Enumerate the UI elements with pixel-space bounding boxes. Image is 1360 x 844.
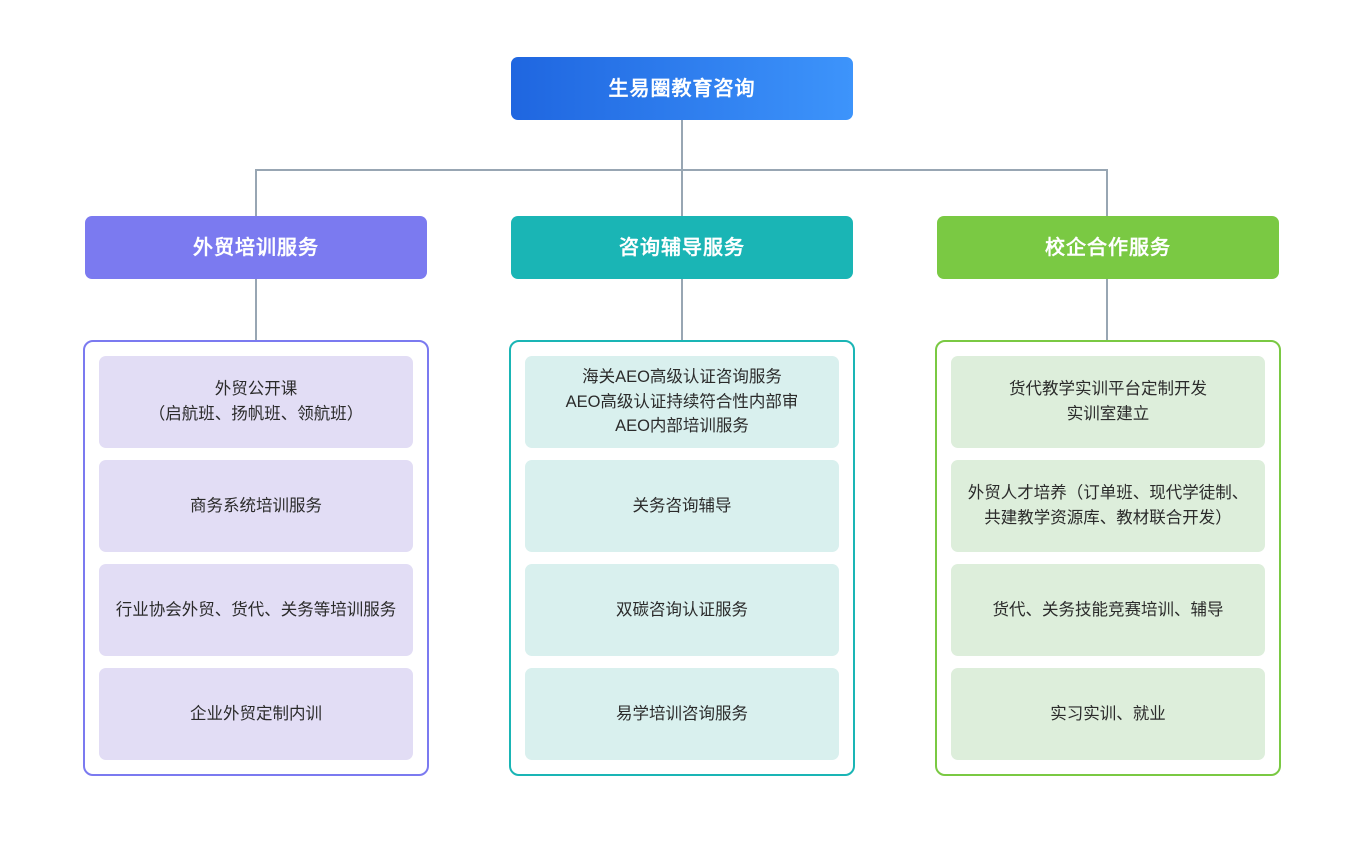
column-header-consulting-tutoring[interactable]: 咨询辅导服务 — [511, 216, 853, 279]
connector-header-to-panel-1 — [255, 279, 257, 340]
connector-drop-column-2 — [681, 169, 683, 216]
service-item[interactable]: 关务咨询辅导 — [525, 460, 839, 552]
root-node[interactable]: 生易圈教育咨询 — [511, 57, 853, 120]
service-item-label: 实习实训、就业 — [1050, 704, 1166, 723]
service-item-label: 行业协会外贸、货代、关务等培训服务 — [115, 600, 397, 619]
connector-root-vertical — [681, 120, 683, 169]
column-panel-consulting-tutoring: 海关AEO高级认证咨询服务 AEO高级认证持续符合性内部审 AEO内部培训服务 … — [509, 340, 855, 776]
service-item-label: 商务系统培训服务 — [190, 496, 322, 515]
service-item[interactable]: 企业外贸定制内训 — [99, 668, 413, 760]
connector-header-to-panel-2 — [681, 279, 683, 340]
connector-drop-column-1 — [255, 169, 257, 216]
column-header-label: 校企合作服务 — [1045, 236, 1171, 259]
service-item[interactable]: 货代、关务技能竞赛培训、辅导 — [951, 564, 1265, 656]
connector-drop-column-3 — [1106, 169, 1108, 216]
service-item-label: 企业外贸定制内训 — [190, 704, 322, 723]
connector-header-to-panel-3 — [1106, 279, 1108, 340]
column-header-school-enterprise-cooperation[interactable]: 校企合作服务 — [937, 216, 1279, 279]
service-item-label: 外贸公开课 （启航班、扬帆班、领航班） — [148, 380, 364, 423]
column-header-foreign-trade-training[interactable]: 外贸培训服务 — [85, 216, 427, 279]
service-item[interactable]: 外贸人才培养（订单班、现代学徒制、共建教学资源库、教材联合开发） — [951, 460, 1265, 552]
service-item-label: 外贸人才培养（订单班、现代学徒制、共建教学资源库、教材联合开发） — [967, 484, 1249, 527]
column-header-label: 咨询辅导服务 — [619, 236, 745, 259]
column-panel-school-enterprise-cooperation: 货代教学实训平台定制开发 实训室建立 外贸人才培养（订单班、现代学徒制、共建教学… — [935, 340, 1281, 776]
service-item-label: 货代教学实训平台定制开发 实训室建立 — [1009, 380, 1207, 423]
service-item-label: 货代、关务技能竞赛培训、辅导 — [992, 600, 1224, 619]
service-item-label: 关务咨询辅导 — [632, 496, 732, 515]
service-item[interactable]: 易学培训咨询服务 — [525, 668, 839, 760]
service-item[interactable]: 双碳咨询认证服务 — [525, 564, 839, 656]
service-item[interactable]: 外贸公开课 （启航班、扬帆班、领航班） — [99, 356, 413, 448]
service-item[interactable]: 行业协会外贸、货代、关务等培训服务 — [99, 564, 413, 656]
service-item-label: 易学培训咨询服务 — [616, 704, 748, 723]
column-header-label: 外贸培训服务 — [193, 236, 319, 259]
service-item-label: 双碳咨询认证服务 — [616, 600, 748, 619]
service-item[interactable]: 实习实训、就业 — [951, 668, 1265, 760]
root-node-label: 生易圈教育咨询 — [608, 77, 756, 100]
column-panel-foreign-trade-training: 外贸公开课 （启航班、扬帆班、领航班） 商务系统培训服务 行业协会外贸、货代、关… — [83, 340, 429, 776]
service-item[interactable]: 海关AEO高级认证咨询服务 AEO高级认证持续符合性内部审 AEO内部培训服务 — [525, 356, 839, 448]
service-item[interactable]: 商务系统培训服务 — [99, 460, 413, 552]
service-item[interactable]: 货代教学实训平台定制开发 实训室建立 — [951, 356, 1265, 448]
service-item-label: 海关AEO高级认证咨询服务 AEO高级认证持续符合性内部审 AEO内部培训服务 — [565, 367, 799, 436]
connector-horizontal-bus — [255, 169, 1107, 171]
